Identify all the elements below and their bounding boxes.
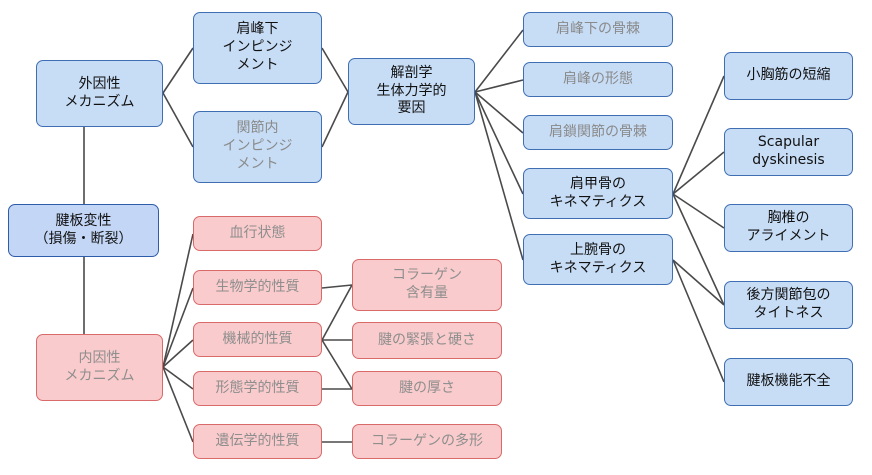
node-blood-flow: 血行状態 (193, 216, 322, 251)
node-tension-hardness: 腱の緊張と硬さ (352, 322, 502, 359)
connector-line (474, 29, 524, 93)
node-genetic: 遺伝学的性質 (193, 424, 322, 459)
node-humeral-kinematics: 上腕骨の キネマティクス (523, 234, 673, 285)
node-ac-joint-spur: 肩鎖関節の骨棘 (523, 115, 673, 150)
node-posterior-capsule: 後方関節包の タイトネス (724, 281, 853, 329)
node-cuff-dysfunction: 腱板機能不全 (724, 358, 853, 406)
connector-line (672, 259, 725, 306)
connector-line (162, 233, 194, 368)
connector-line (321, 284, 353, 341)
node-pec-minor: 小胸筋の短縮 (724, 52, 853, 100)
connector-line (162, 366, 194, 390)
connector-line (474, 79, 524, 93)
node-mechanical: 機械的性質 (193, 322, 322, 357)
connector-line (162, 366, 194, 443)
connector-line (672, 151, 725, 195)
node-morphological: 形態学的性質 (193, 371, 322, 406)
connector-line (672, 193, 725, 229)
connector-line (474, 91, 524, 134)
node-anatomical-factors: 解剖学 生体力学的 要因 (348, 58, 475, 125)
connector-line (321, 284, 353, 289)
node-extrinsic: 外因性 メカニズム (36, 60, 163, 127)
connector-line (321, 47, 349, 93)
node-collagen-content: コラーゲン 含有量 (352, 259, 502, 311)
connector-line (162, 92, 194, 148)
node-scapular-dyskinesis: Scapular dyskinesis (724, 128, 853, 176)
node-intrinsic: 内因性 メカニズム (36, 334, 163, 401)
connector-line (474, 91, 524, 195)
connector-line (672, 75, 725, 195)
node-acromion-shape: 肩峰の形態 (523, 62, 673, 97)
connector-line (162, 287, 194, 368)
node-internal-impingement: 関節内 インピンジ メント (193, 111, 322, 183)
node-tendon-thickness: 腱の厚さ (352, 371, 502, 406)
node-root: 腱板変性 （損傷・断裂） (8, 204, 159, 257)
connector-line (162, 47, 194, 94)
node-collagen-polymorphism: コラーゲンの多形 (352, 424, 502, 459)
node-thoracic-alignment: 胸椎の アライメント (724, 204, 853, 252)
node-subacromial-spur: 肩峰下の骨棘 (523, 12, 673, 47)
connector-line (672, 193, 725, 306)
connector-line (672, 259, 725, 383)
connector-line (474, 91, 524, 261)
node-subacromial-impingement: 肩峰下 インピンジ メント (193, 12, 322, 84)
node-scapular-kinematics: 肩甲骨の キネマティクス (523, 168, 673, 219)
node-biological: 生物学的性質 (193, 270, 322, 305)
connector-line (162, 339, 194, 368)
connector-line (321, 91, 349, 148)
connector-line (321, 339, 353, 390)
